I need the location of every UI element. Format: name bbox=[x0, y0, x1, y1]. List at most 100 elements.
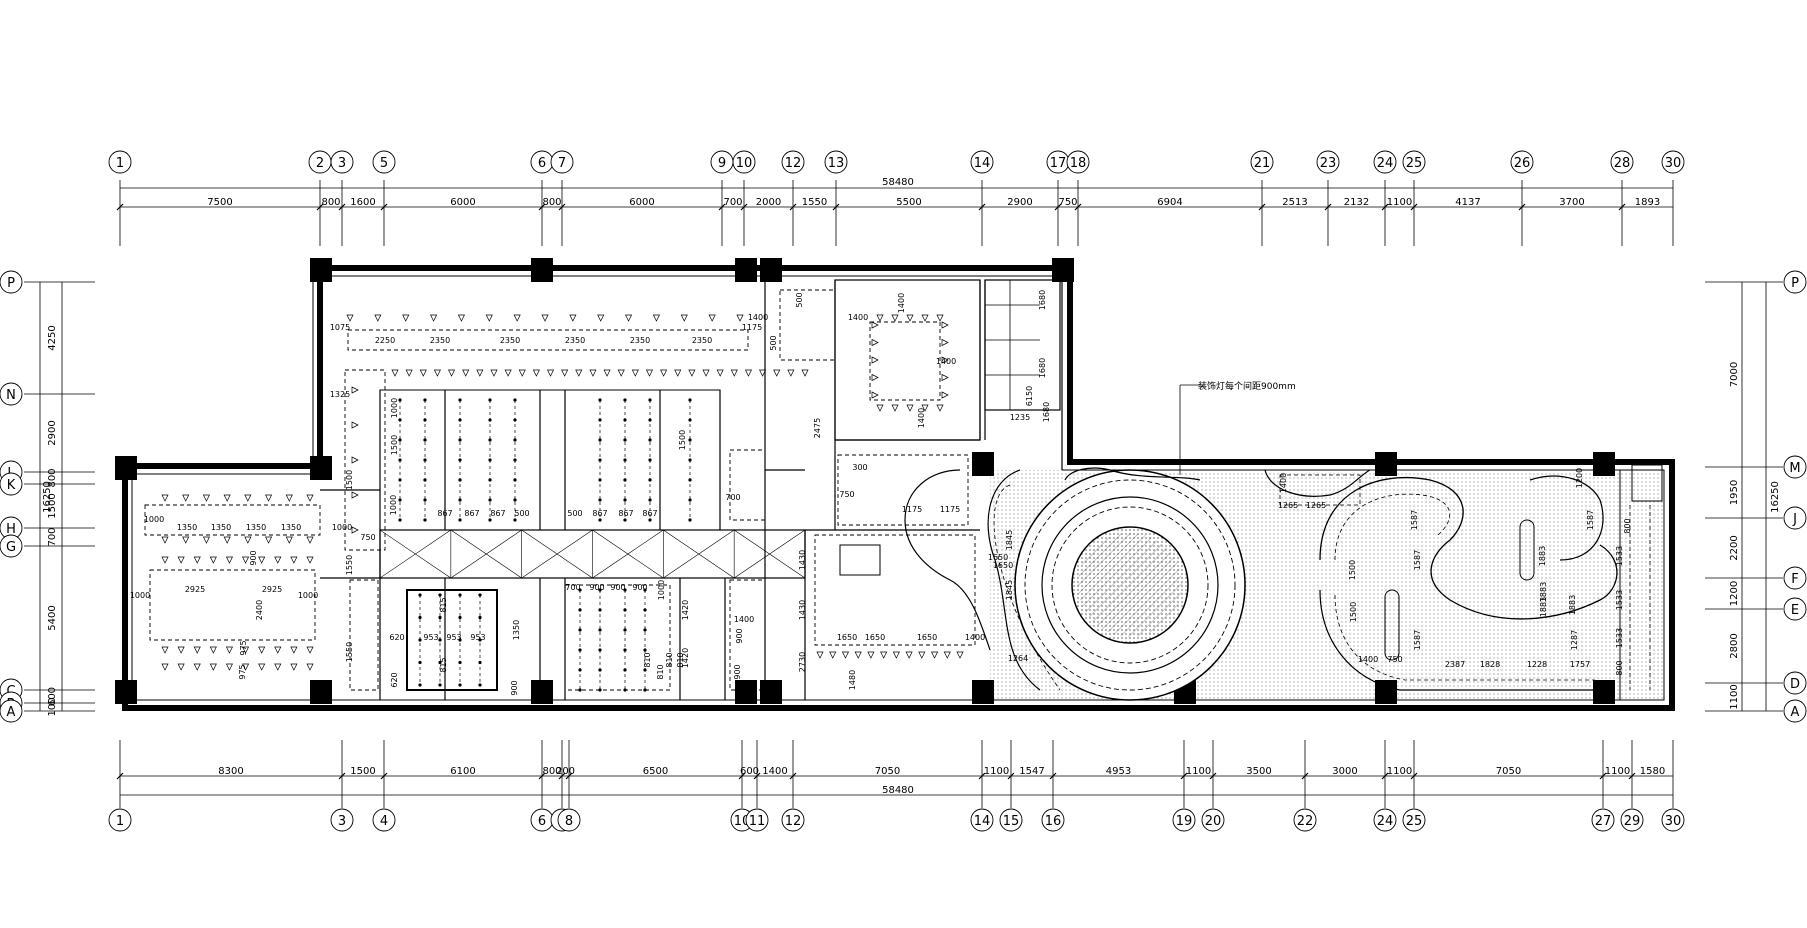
point-light-icon bbox=[423, 418, 427, 422]
office-block bbox=[379, 389, 721, 531]
lighting-track bbox=[149, 569, 316, 641]
structural-column bbox=[115, 456, 137, 480]
downlight-icon bbox=[871, 373, 879, 382]
downlight-icon bbox=[575, 369, 583, 377]
lighting-track bbox=[349, 579, 379, 691]
point-light-icon bbox=[458, 398, 462, 402]
axis-label: 3 bbox=[338, 156, 346, 171]
dimension-label: 1000 bbox=[332, 523, 352, 532]
overall-dimension-top: 58480 bbox=[882, 177, 914, 188]
point-light-icon bbox=[643, 668, 647, 672]
dimension-label: 1175 bbox=[742, 323, 762, 332]
dimension-label: 2900 bbox=[1007, 197, 1032, 208]
point-light-icon bbox=[478, 593, 482, 597]
axis-bubble bbox=[781, 150, 805, 174]
point-light-icon bbox=[648, 438, 652, 442]
point-light-icon bbox=[688, 438, 692, 442]
serpentine-ceiling bbox=[1319, 589, 1600, 691]
point-light-icon bbox=[643, 628, 647, 632]
point-light-icon bbox=[458, 498, 462, 502]
structural-column bbox=[115, 680, 137, 704]
dimension-label: 1325 bbox=[330, 390, 350, 399]
axis-label: 11 bbox=[749, 814, 766, 829]
serpentine-track bbox=[1334, 493, 1451, 561]
dimension-label: 1500 bbox=[350, 766, 375, 777]
dimension-label: 1500 bbox=[1349, 602, 1358, 622]
downlight-icon bbox=[561, 369, 569, 377]
structural-column bbox=[310, 258, 332, 282]
downlight-icon bbox=[504, 369, 512, 377]
axis-bubble bbox=[1783, 506, 1807, 530]
axis-bubble bbox=[372, 150, 396, 174]
downlight-icon bbox=[867, 651, 875, 659]
lighting-track bbox=[779, 289, 836, 361]
point-light-icon bbox=[578, 628, 582, 632]
downlight-icon bbox=[161, 646, 169, 654]
dimension-label: 2800 bbox=[1729, 633, 1740, 658]
point-light-icon bbox=[418, 683, 422, 687]
downlight-icon bbox=[351, 386, 359, 394]
downlight-icon bbox=[419, 369, 427, 377]
dimension-label: 1100 bbox=[1387, 766, 1412, 777]
dimension-label: 867 bbox=[490, 509, 505, 518]
axis-bubble bbox=[557, 808, 581, 832]
point-light-icon bbox=[623, 588, 627, 592]
dimension-label: 2400 bbox=[255, 600, 264, 620]
downlight-icon bbox=[787, 369, 795, 377]
axis-bubble bbox=[372, 808, 396, 832]
axis-bubble bbox=[781, 808, 805, 832]
dimension-label: 2350 bbox=[430, 336, 450, 345]
dimension-label: 1075 bbox=[330, 323, 350, 332]
dimension-label: 7000 bbox=[1729, 362, 1740, 387]
downlight-icon bbox=[177, 646, 185, 654]
axis-label: 16 bbox=[1045, 814, 1062, 829]
dimension-label: 1587 bbox=[1413, 550, 1422, 570]
downlight-icon bbox=[209, 646, 217, 654]
circular-track-1 bbox=[1024, 479, 1236, 691]
dimension-label: 900 bbox=[733, 664, 742, 679]
dimension-label: 1587 bbox=[1410, 510, 1419, 530]
dimension-label: 867 bbox=[592, 509, 607, 518]
point-light-icon bbox=[623, 398, 627, 402]
axis-label: 29 bbox=[1624, 814, 1641, 829]
point-light-icon bbox=[598, 628, 602, 632]
axis-bubble bbox=[0, 382, 23, 406]
dimension-label: 500 bbox=[567, 509, 582, 518]
downlight-icon bbox=[652, 314, 660, 322]
downlight-icon bbox=[161, 663, 169, 671]
dimension-label: 1845 bbox=[1005, 530, 1014, 550]
downlight-icon bbox=[351, 526, 359, 534]
curved-wall bbox=[1064, 467, 1201, 481]
downlight-icon bbox=[645, 369, 654, 377]
dimension-label: 1000 bbox=[298, 591, 318, 600]
downlight-icon bbox=[518, 369, 526, 377]
axis-bubble bbox=[1783, 566, 1807, 590]
axis-label: 20 bbox=[1205, 814, 1222, 829]
dimension-label: 700 bbox=[565, 583, 580, 592]
axis-label: 13 bbox=[828, 156, 845, 171]
downlight-icon bbox=[876, 404, 884, 412]
dimension-label: 900 bbox=[632, 583, 647, 592]
lighting-track bbox=[144, 504, 321, 536]
lighting-track bbox=[347, 329, 749, 351]
downlight-icon bbox=[597, 314, 605, 322]
dimension-label: 953 bbox=[423, 633, 438, 642]
dimension-label: 1175 bbox=[940, 505, 960, 514]
downlight-icon bbox=[193, 663, 201, 671]
axis-label: 10 bbox=[736, 156, 753, 171]
dimension-label: 1650 bbox=[917, 633, 937, 642]
point-light-icon bbox=[598, 458, 602, 462]
point-light-icon bbox=[438, 683, 442, 687]
axis-bubble bbox=[732, 150, 756, 174]
downlight-icon bbox=[688, 369, 696, 377]
dimension-label: 700 bbox=[725, 493, 740, 502]
point-light-icon bbox=[513, 458, 517, 462]
dimension-label: 900 bbox=[735, 628, 744, 643]
dimension-label: 620 bbox=[390, 672, 399, 687]
downlight-icon bbox=[402, 314, 410, 322]
downlight-icon bbox=[241, 556, 250, 564]
point-light-icon bbox=[598, 518, 602, 522]
downlight-icon bbox=[306, 663, 314, 671]
axis-bubble bbox=[1661, 150, 1685, 174]
point-light-icon bbox=[598, 398, 602, 402]
